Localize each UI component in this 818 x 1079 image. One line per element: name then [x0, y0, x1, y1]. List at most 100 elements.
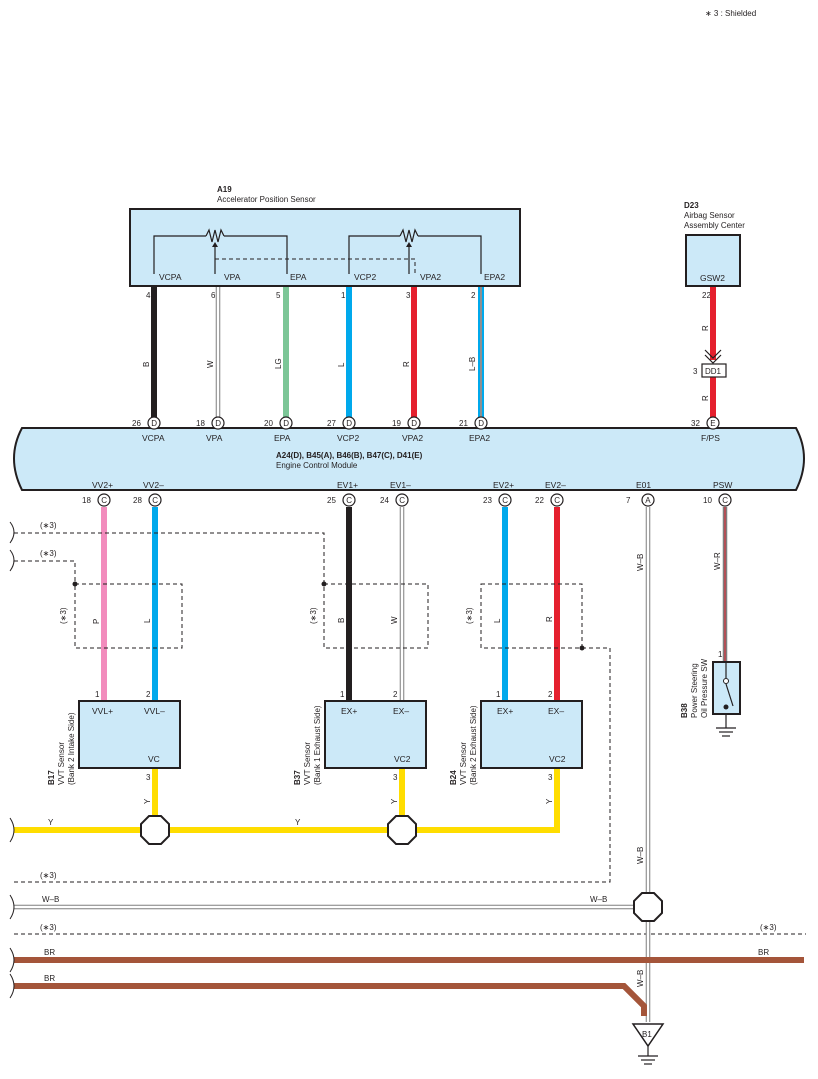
shielded-note: ∗ 3 : Shielded — [705, 9, 756, 18]
wire-color-label: W — [206, 360, 215, 368]
wire-color-label: R — [402, 361, 411, 367]
shield-lines: (∗3) (∗3) (∗3) (∗3) (∗3) (∗3) (∗3) (∗3) — [9, 521, 806, 935]
vvt-pin: VC2 — [549, 754, 566, 764]
sensor-code: A19 — [217, 185, 232, 194]
ecm-pin-num: 25 — [327, 496, 336, 505]
sensor-pin-vcpa: VCPA — [159, 272, 182, 282]
wire-color-label: Y — [143, 798, 152, 804]
wire-color-label: W — [390, 616, 399, 624]
ecm-pin-num: 18 — [196, 419, 205, 428]
wire-color-label: W–B — [42, 895, 59, 904]
ecm-pin-name: EV2– — [545, 480, 566, 490]
wire-color-label: W–B — [636, 554, 645, 571]
ecm-pin-num: 18 — [82, 496, 91, 505]
vvt-sensor-b17: VVL+ VVL– VC 1 2 3 B17 VVT Sensor (Bank … — [47, 690, 181, 785]
sensor-pin-vpa: VPA — [224, 272, 241, 282]
ecm-codes: A24(D), B45(A), B46(B), B47(C), D41(E) — [276, 451, 423, 460]
connector-letter: D — [411, 419, 417, 428]
sensor-name: Accelerator Position Sensor — [217, 195, 316, 204]
sensor-pin-num: 4 — [146, 291, 151, 300]
ecm-pin-name: VV2+ — [92, 480, 113, 490]
ecm-pin-num: 20 — [264, 419, 273, 428]
wire-color-label: B — [142, 362, 151, 367]
vvt-code: B37 — [293, 770, 302, 785]
wire-color-label: W–R — [713, 552, 722, 570]
connector-pin-circle — [395, 493, 409, 507]
ecm-pin-num: 7 — [626, 496, 631, 505]
connector-pin-circle — [342, 493, 356, 507]
wire-color-label: Y — [390, 798, 399, 804]
vvt-sensor-b37: EX+ EX– VC2 1 2 3 B37 VVT Sensor (Bank 1… — [293, 690, 427, 785]
engine-control-module: A24(D), B45(A), B46(B), B47(C), D41(E) E… — [13, 416, 805, 507]
shield-label: (∗3) — [465, 607, 474, 624]
connector-letter: D — [478, 419, 484, 428]
switch-contact-icon — [725, 683, 734, 707]
vvt-pin: EX– — [393, 706, 409, 716]
connector-pin-circle — [342, 416, 356, 430]
sensor-pin-num: 5 — [276, 291, 281, 300]
psw-code: B38 — [680, 703, 689, 718]
ecm-pin-num: 10 — [703, 496, 712, 505]
ecm-pin-name: VCPA — [142, 433, 165, 443]
potentiometer-1-icon — [205, 228, 225, 243]
wire-color-label: BR — [44, 948, 55, 957]
shield-label: (∗3) — [40, 871, 57, 880]
wire-color-label: L — [143, 618, 152, 623]
connector-pin-circle — [718, 493, 732, 507]
vvt-code: B17 — [47, 770, 56, 785]
splice-point — [387, 815, 417, 845]
airbag-box — [685, 234, 741, 287]
vvt-pin-num: 1 — [95, 690, 100, 699]
wire-color-label: BR — [44, 974, 55, 983]
ecm-pin-name: VV2– — [143, 480, 164, 490]
shield-label: (∗3) — [40, 549, 57, 558]
accelerator-position-sensor: A19 Accelerator Position Sensor VCPA VPA… — [129, 185, 521, 300]
ecm-pin-name: EV2+ — [493, 480, 514, 490]
ecm-pin-name: PSW — [713, 480, 732, 490]
vvt-name: VVT Sensor — [57, 742, 66, 785]
ground-label: B1 — [642, 1030, 652, 1039]
psw-name: Oil Pressure SW — [700, 658, 709, 718]
vvt-pin-num: 1 — [496, 690, 501, 699]
connector-pin-circle — [706, 416, 720, 430]
shield-label: (∗3) — [40, 923, 57, 932]
splice-point — [633, 892, 663, 922]
ecm-pin-num: 21 — [459, 419, 468, 428]
connector-letter: C — [152, 496, 158, 505]
connector-letter: C — [722, 496, 728, 505]
shield-label: (∗3) — [760, 923, 777, 932]
ecm-pin-num: 19 — [392, 419, 401, 428]
connector-letter: C — [554, 496, 560, 505]
sensor-pin-vpa2: VPA2 — [420, 272, 441, 282]
connector-letter: C — [101, 496, 107, 505]
wire-color-label: R — [701, 395, 710, 401]
connector-pin-circle — [550, 493, 564, 507]
potentiometer-2-icon — [399, 228, 419, 243]
vvt-pin-num: 3 — [393, 773, 398, 782]
ecm-pin-name: E01 — [636, 480, 651, 490]
connector-pin-circle — [641, 493, 655, 507]
dd1-pin: 3 — [693, 367, 698, 376]
ecm-pin-name: EPA — [274, 433, 291, 443]
connector-letter: E — [710, 419, 715, 428]
ecm-pin-name: F/PS — [701, 433, 720, 443]
connector-pin-circle — [407, 416, 421, 430]
vvt-name: VVT Sensor — [303, 742, 312, 785]
shield-label: (∗3) — [309, 607, 318, 624]
airbag-code: D23 — [684, 201, 699, 210]
dd1-label: DD1 — [705, 367, 722, 376]
wire-color-label: W–B — [636, 847, 645, 864]
vvt-pin-num: 3 — [146, 773, 151, 782]
connector-pin-circle — [147, 416, 161, 430]
wire-color-label: R — [545, 616, 554, 622]
ecm-pin-num: 24 — [380, 496, 389, 505]
connector-pin-circle — [474, 416, 488, 430]
ecm-pin-name: EPA2 — [469, 433, 490, 443]
ecm-pin-num: 27 — [327, 419, 336, 428]
